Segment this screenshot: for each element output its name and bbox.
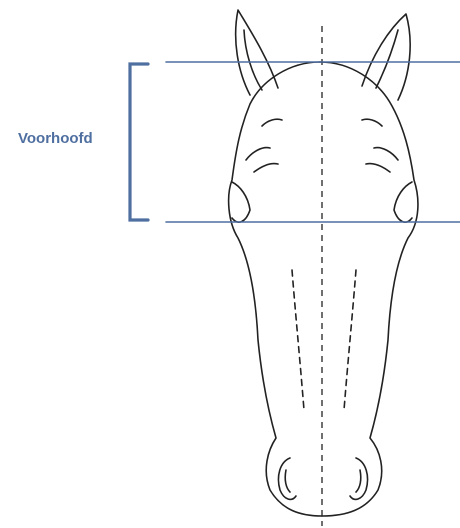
left-ear-inner (244, 30, 262, 90)
right-eye (394, 182, 412, 222)
left-eye-brow-2 (254, 163, 278, 172)
horse-head-drawing (229, 10, 418, 516)
right-eye-brow-2 (366, 163, 390, 172)
forehead-label: Voorhoofd (18, 130, 93, 147)
head-outline-right (320, 62, 418, 516)
right-nostril-inner (356, 470, 361, 492)
left-eye-brow (246, 148, 270, 160)
forehead-marker (130, 62, 460, 222)
forehead-line-left (262, 119, 282, 126)
right-ear (362, 14, 410, 100)
left-nostril (278, 458, 296, 499)
right-eye-brow (374, 148, 398, 160)
nasal-line-right (344, 270, 356, 410)
forehead-line-right (362, 119, 382, 126)
nasal-line-left (292, 270, 304, 410)
left-nostril-inner (285, 470, 290, 492)
right-nostril (350, 458, 368, 499)
head-outline-left (229, 62, 322, 516)
right-ear-inner (376, 30, 398, 88)
left-eye (232, 182, 250, 222)
forehead-bracket (130, 64, 148, 220)
